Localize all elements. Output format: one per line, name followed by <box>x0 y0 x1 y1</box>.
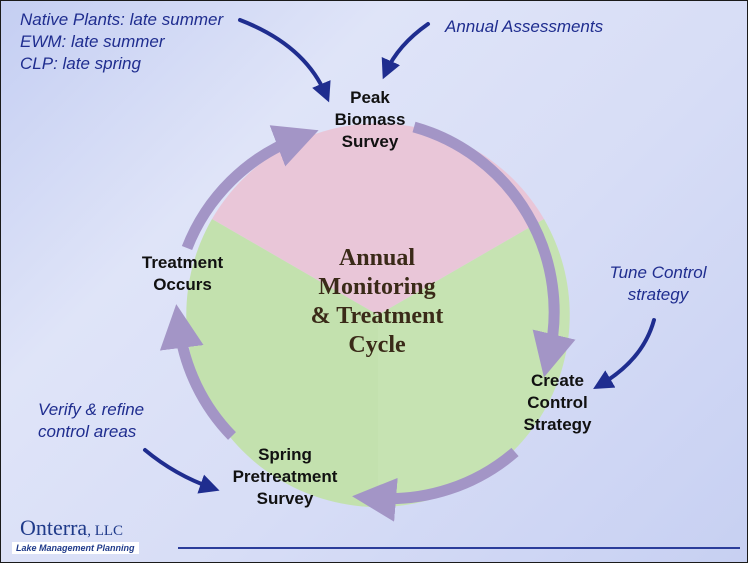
company-name: Onterra <box>20 515 88 540</box>
stage-spring-pretreatment-survey: Spring Pretreatment Survey <box>210 444 360 510</box>
cycle-title-line1: Annual <box>338 245 416 271</box>
footer-divider <box>178 547 740 549</box>
stage-spring-line3: Survey <box>256 489 314 508</box>
annual-assessments-label: Annual Assessments <box>445 17 604 36</box>
stage-peak-line1: Peak <box>350 88 390 107</box>
treatment-sector <box>186 219 378 507</box>
stage-peak-biomass-survey: Peak Biomass Survey <box>310 87 430 153</box>
company-logo: Onterra, LLC <box>20 515 123 541</box>
verify-refine-line1: Verify & refine <box>38 400 145 419</box>
tune-control-note: Tune Control strategy <box>584 262 732 306</box>
stage-peak-line2: Biomass <box>334 110 406 129</box>
stage-treatment-line2: Occurs <box>153 275 212 294</box>
stage-treatment-line1: Treatment <box>141 253 224 272</box>
cycle-arrow-peak-to-create <box>412 121 576 378</box>
cycle-title-line4: Cycle <box>348 332 406 358</box>
pointer-arrow-verify-refine <box>143 448 220 494</box>
stage-create-line2: Control <box>527 393 588 412</box>
stage-peak-line3: Survey <box>341 132 399 151</box>
timing-ewm: EWM: late summer <box>20 32 165 51</box>
cycle-title-line2: Monitoring <box>318 274 436 300</box>
timing-clp: CLP: late spring <box>20 54 141 73</box>
company-suffix: , LLC <box>87 523 124 539</box>
control-strategy-sector <box>378 219 570 507</box>
cycle-arrow-treatment-to-peak <box>181 125 319 250</box>
cycle-arrow-create-to-spring <box>352 447 519 522</box>
company-tagline: Lake Management Planning <box>12 542 139 554</box>
annual-assessments-note: Annual Assessments <box>445 16 603 38</box>
stage-create-line1: Create <box>531 371 584 390</box>
cycle-title: Annual Monitoring & Treatment Cycle <box>288 244 466 360</box>
cycle-arrow-spring-to-treatment <box>159 304 236 440</box>
verify-refine-note: Verify & refine control areas <box>38 399 144 443</box>
stage-spring-line1: Spring <box>258 445 312 464</box>
pointer-arrows <box>143 18 656 494</box>
stage-create-line3: Strategy <box>523 415 592 434</box>
peak-timing-note: Native Plants: late summer EWM: late sum… <box>20 9 223 75</box>
timing-native-plants: Native Plants: late summer <box>20 10 224 29</box>
tune-control-line2: strategy <box>627 285 689 304</box>
cycle-arrows <box>159 121 576 522</box>
tune-control-line1: Tune Control <box>609 263 707 282</box>
stage-create-control-strategy: Create Control Strategy <box>500 370 615 436</box>
peak-biomass-sector <box>212 123 544 315</box>
cycle-title-line3: & Treatment <box>310 303 444 329</box>
pointer-arrow-timing <box>238 18 331 103</box>
stage-treatment-occurs: Treatment Occurs <box>120 252 245 296</box>
stage-spring-line2: Pretreatment <box>232 467 338 486</box>
verify-refine-line2: control areas <box>38 422 137 441</box>
pointer-arrow-annual-assessments <box>381 22 430 80</box>
pointer-arrow-tune-control <box>593 318 656 390</box>
